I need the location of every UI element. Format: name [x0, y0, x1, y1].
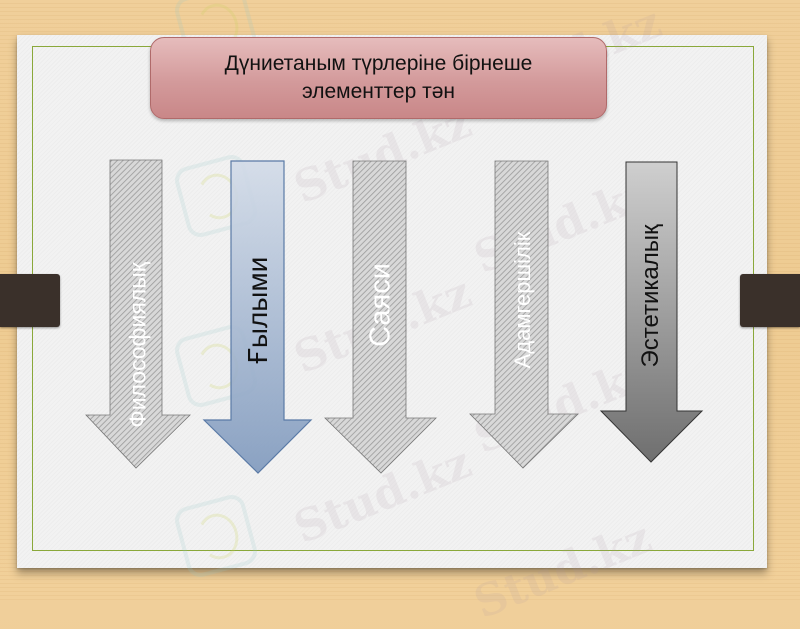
arrow-label-aesthetic: Эстетикалық [637, 224, 664, 368]
arrow-label-philosophical: Философиялық [124, 262, 151, 428]
arrow-aesthetic [599, 161, 704, 463]
binder-clip-left [0, 274, 60, 327]
binder-clip-right [740, 274, 800, 327]
arrow-philosophical [85, 159, 191, 469]
title-box: Дүниетаным түрлеріне бірнеше элементтер … [150, 37, 607, 119]
arrow-label-scientific: Ғылыми [242, 256, 273, 364]
arrow-label-moral: Адамгершілік [510, 231, 535, 369]
arrow-political [324, 160, 437, 474]
arrows-diagram [85, 159, 704, 474]
slide-title: Дүниетаным түрлеріне бірнеше элементтер … [224, 52, 533, 103]
arrow-moral [469, 160, 579, 469]
arrow-scientific [202, 160, 313, 474]
arrow-label-political: Саяси [364, 263, 397, 347]
